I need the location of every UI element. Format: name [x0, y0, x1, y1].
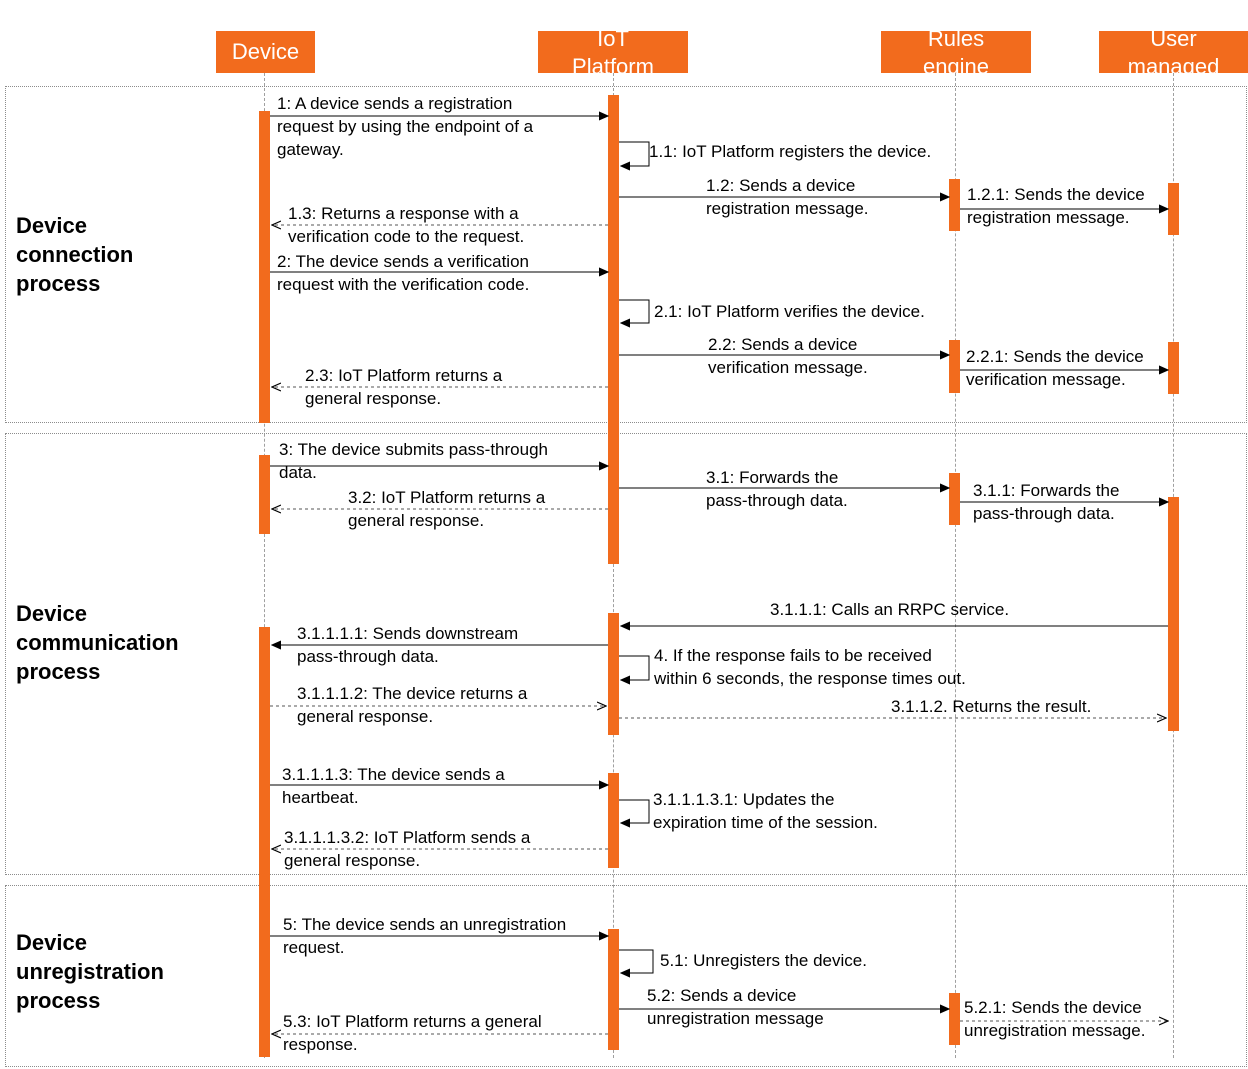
msg-5-3: 5.3: IoT Platform returns a general resp… — [283, 1012, 542, 1054]
section-label-connection: Device connection process — [16, 213, 134, 296]
section-box-communication — [5, 433, 1247, 875]
activation-iot-2 — [608, 613, 619, 735]
arrow-m3-1-1-1-3-1 — [619, 799, 650, 823]
activation-rules-2 — [949, 340, 960, 393]
activation-rules-3 — [949, 473, 960, 525]
section-label-communication: Device communication process — [16, 601, 179, 684]
arrow-m2-1 — [619, 299, 650, 323]
lifeline-rules-engine — [955, 73, 956, 1058]
activation-iot-4 — [608, 929, 619, 1050]
section-label-unregistration: Device unregistration process — [16, 930, 164, 1013]
msg-3-1-1: 3.1.1: Forwards the pass-through data. — [973, 481, 1120, 523]
participant-rules-engine: Rules engine — [881, 31, 1031, 73]
msg-1-3: 1.3: Returns a response with a verificat… — [288, 204, 525, 246]
lifeline-iot-platform — [613, 73, 614, 1058]
msg-3: 3: The device submits pass-through data. — [279, 440, 548, 482]
msg-3-1-1-1: 3.1.1.1: Calls an RRPC service. — [770, 600, 1010, 619]
section-box-unregistration — [5, 885, 1247, 1067]
arrow-m5-1 — [619, 949, 654, 973]
msg-2-2: 2.2: Sends a device verification message… — [708, 335, 868, 377]
msg-3-1-1-2: 3.1.1.2. Returns the result. — [891, 697, 1092, 716]
msg-4: 4. If the response fails to be received … — [654, 646, 966, 688]
participant-user-managed: User managed — [1099, 31, 1248, 73]
msg-1-1: 1.1: IoT Platform registers the device. — [649, 142, 932, 161]
arrow-m1-1 — [619, 141, 650, 166]
activation-user-3 — [1168, 497, 1179, 731]
msg-3-1-1-1-3: 3.1.1.1.3: The device sends a heartbeat. — [282, 765, 505, 807]
activation-device-3 — [259, 627, 270, 1057]
msg-5-1: 5.1: Unregisters the device. — [660, 951, 867, 970]
msg-3-1-1-1-3-2: 3.1.1.1.3.2: IoT Platform sends a genera… — [284, 828, 531, 870]
msg-3-2: 3.2: IoT Platform returns a general resp… — [348, 488, 546, 530]
msg-2-3: 2.3: IoT Platform returns a general resp… — [305, 366, 503, 408]
msg-2-2-1: 2.2.1: Sends the device verification mes… — [966, 347, 1144, 389]
msg-1-2-1: 1.2.1: Sends the device registration mes… — [967, 185, 1145, 227]
msg-2: 2: The device sends a verification reque… — [277, 252, 530, 294]
msg-3-1-1-1-3-1: 3.1.1.1.3.1: Updates the expiration time… — [653, 790, 878, 832]
lifeline-device — [264, 73, 265, 1058]
msg-5-2-1: 5.2.1: Sends the device unregistration m… — [964, 998, 1146, 1040]
msg-3-1-1-1-1: 3.1.1.1.1: Sends downstream pass-through… — [297, 624, 519, 666]
msg-5-2: 5.2: Sends a device unregistration messa… — [647, 986, 824, 1028]
msg-1: 1: A device sends a registration request… — [277, 94, 534, 159]
msg-2-1: 2.1: IoT Platform verifies the device. — [654, 302, 925, 321]
msg-5: 5: The device sends an unregistration re… — [283, 915, 567, 957]
activation-rules-4 — [949, 993, 960, 1045]
activation-iot-3 — [608, 773, 619, 868]
activation-rules-1 — [949, 179, 960, 231]
section-box-connection — [5, 86, 1247, 423]
activation-user-2 — [1168, 342, 1179, 394]
participant-device: Device — [216, 31, 315, 73]
activation-user-1 — [1168, 183, 1179, 235]
msg-3-1-1-1-2: 3.1.1.1.2: The device returns a general … — [297, 684, 528, 726]
participant-iot-platform: IoT Platform — [538, 31, 688, 73]
msg-3-1: 3.1: Forwards the pass-through data. — [706, 468, 848, 510]
activation-device-2 — [259, 455, 270, 534]
arrow-m4 — [619, 655, 650, 680]
activation-device-1 — [259, 111, 270, 423]
msg-1-2: 1.2: Sends a device registration message… — [706, 176, 869, 218]
activation-iot-1 — [608, 95, 619, 564]
